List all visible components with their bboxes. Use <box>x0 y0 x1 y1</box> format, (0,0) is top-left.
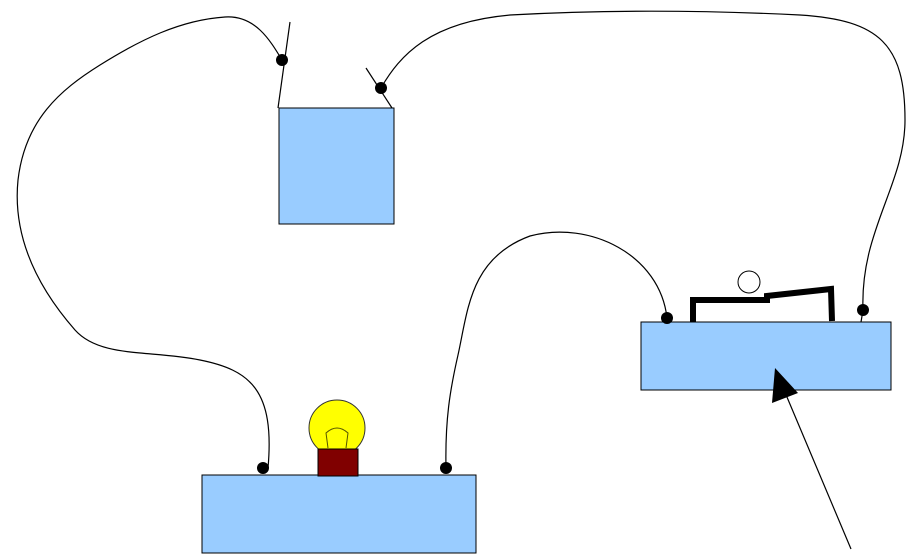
lever-switch-icon[interactable] <box>690 270 835 322</box>
power-terminal-left[interactable] <box>276 54 288 66</box>
bulb-terminal-right[interactable] <box>440 462 452 474</box>
power-source-box <box>278 107 395 225</box>
wire-power-to-switch <box>380 10 906 311</box>
arrow-head <box>772 368 798 403</box>
power-terminal-right[interactable] <box>375 82 387 94</box>
bulb-socket <box>317 448 359 477</box>
wire-power-to-bulb <box>16 16 283 469</box>
switch-terminal-left[interactable] <box>661 312 673 324</box>
switch-lever[interactable] <box>690 285 835 322</box>
bulb-base-box <box>201 474 477 554</box>
switch-terminal-right[interactable] <box>857 304 869 316</box>
switch-knob[interactable] <box>737 270 761 294</box>
light-bulb-icon <box>308 399 366 477</box>
bulb-terminal-left[interactable] <box>257 462 269 474</box>
switch-base-box <box>640 321 892 391</box>
arrow-icon <box>772 368 852 550</box>
bulb-filament <box>325 427 349 449</box>
wire-bulb-to-switch <box>445 231 668 469</box>
arrow-shaft <box>783 389 852 550</box>
